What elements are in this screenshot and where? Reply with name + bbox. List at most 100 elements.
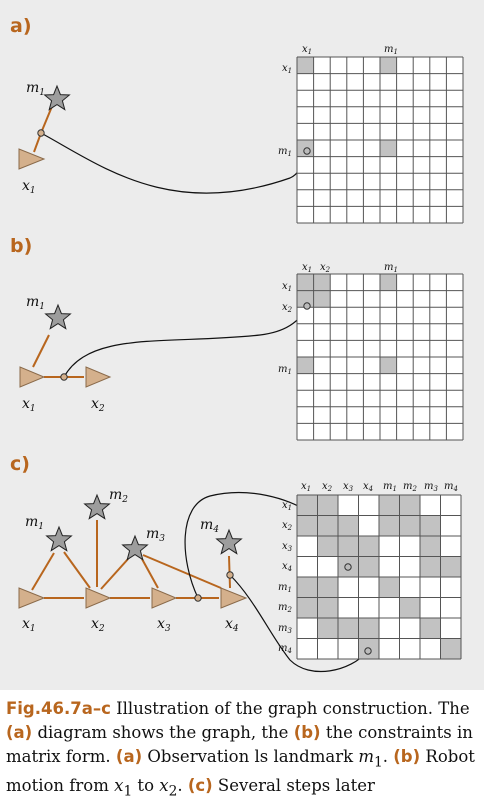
matrix-filled-cell [297,290,314,308]
link-curve [63,305,308,378]
col-header-m3: m3 [424,481,438,493]
observation-edge [32,334,50,368]
matrix-filled-cell [420,618,441,639]
matrix-filled-cell [297,515,318,536]
panel-label-c: c) [10,453,30,475]
caption-text: diagram shows the graph, the [32,723,294,742]
row-header-x2: x2 [282,302,293,314]
observation-edge [100,558,129,590]
circle-connector-icon [60,373,68,381]
circle-connector-icon [303,302,311,310]
caption-math-var: x [159,776,169,796]
star-landmark-icon [84,494,110,520]
robot-label-x1: x1 [22,178,36,196]
matrix-row-headers: x1 x2 x3 x4 m1 m2 m3 m4 [278,500,293,655]
matrix-filled-cell [317,515,338,536]
link-curve [229,574,369,673]
matrix-b: x1 x2 m1 x1 x2 m1 [278,262,464,441]
caption-text: Robot motion from [6,747,475,796]
caption-text: the constraints in matrix form. [6,723,473,766]
row-header-m3: m3 [278,623,292,635]
graph-b: m1 x1 x2 [19,294,308,414]
robot-label-x2: x2 [91,616,105,634]
matrix-filled-cell [380,274,397,291]
matrix-filled-cell [297,357,314,374]
matrix-filled-cell [358,618,379,639]
robot-label-x1: x1 [22,396,36,414]
matrix-filled-cell [313,290,331,308]
matrix-filled-cell [380,357,397,374]
matrix-col-headers: x1 x2 m1 [302,262,398,274]
caption-math-sub: 2 [168,783,178,800]
matrix-filled-cell [297,577,318,598]
matrix-row-headers: x1 m1 [278,63,292,158]
landmark-label-m2: m2 [109,487,128,505]
matrix-c: x1 x2 x3 x4 m1 m2 m3 m4 x1 x2 x3 x4 m1 m… [278,481,462,660]
circle-connector-icon [344,563,352,571]
caption-math-var: m [358,747,375,766]
row-header-x2: x2 [282,520,293,532]
observation-edge [31,552,55,591]
circle-connector-icon [364,647,372,655]
matrix-col-headers: x1 x2 x3 x4 m1 m2 m3 m4 [301,481,458,493]
circle-connector-icon [303,147,311,155]
caption-ref-a: (a) [115,747,143,766]
matrix-grid [296,56,464,224]
landmark-label-m4: m4 [200,517,219,535]
matrix-filled-cell [440,556,461,577]
caption-ref-b: (b) [393,747,421,766]
robot-pose-x4 [220,587,248,609]
landmark-label-m1: m1 [26,294,45,312]
row-header-x1: x1 [282,500,292,512]
robot-pose-x2 [85,587,112,609]
caption-text: Observation ls landmark [142,747,359,766]
panel-label-a: a) [10,15,32,37]
matrix-filled-cell [338,515,359,536]
panel-c: c) [10,453,462,673]
robot-pose-x1 [19,366,46,388]
matrix-a: x1 m1 x1 m1 [278,44,464,224]
matrix-filled-cell [380,57,397,74]
caption-text: to [132,776,160,796]
row-header-x3: x3 [282,541,293,553]
robot-label-x3: x3 [157,616,171,634]
row-header-m1: m1 [278,146,292,158]
graph-c: m1 m2 m3 m4 x1 x2 x3 x4 [18,487,369,673]
matrix-grid [296,494,462,660]
matrix-filled-cell [338,536,359,557]
robot-pose-x1 [18,148,46,170]
matrix-filled-cell [440,638,461,659]
matrix-filled-cell [399,495,420,516]
panel-b: b) m1 x1 x2 x1 x2 m1 [10,235,464,441]
col-header-x1: x1 [302,44,312,56]
col-header-x1: x1 [302,262,312,274]
caption-text: Illustration of the graph construction. … [110,699,470,718]
star-landmark-icon [46,526,72,552]
robot-label-x1: x1 [22,616,36,634]
caption-ref-b: (b) [293,723,321,742]
col-header-x4: x4 [363,481,373,493]
col-header-x2: x2 [322,481,333,493]
star-landmark-icon [44,85,70,111]
caption-ref-c: (c) [187,776,213,796]
caption-math-sub: 1 [374,754,383,771]
graph-a: m1 x1 [18,80,308,196]
matrix-filled-cell [297,495,318,516]
robot-label-x2: x2 [91,396,105,414]
figure-caption: Fig.46.7a–c Illustration of the graph co… [6,697,480,804]
matrix-filled-cell [297,274,314,291]
col-header-x1: x1 [301,481,311,493]
matrix-filled-cell [379,577,400,598]
col-header-m2: m2 [403,481,417,493]
matrix-filled-cell [399,515,420,536]
circle-connector-icon [226,571,234,579]
robot-pose-x2 [85,366,112,388]
matrix-filled-cell [358,556,379,577]
figure-svg: a) m1 x1 x1 m1 x1 [10,15,464,673]
row-header-m2: m2 [278,602,292,614]
caption-text: Several steps later [212,776,375,796]
caption-math-var: x [114,776,124,796]
col-header-m4: m4 [444,481,458,493]
caption-ref-a: (a) [6,723,33,742]
